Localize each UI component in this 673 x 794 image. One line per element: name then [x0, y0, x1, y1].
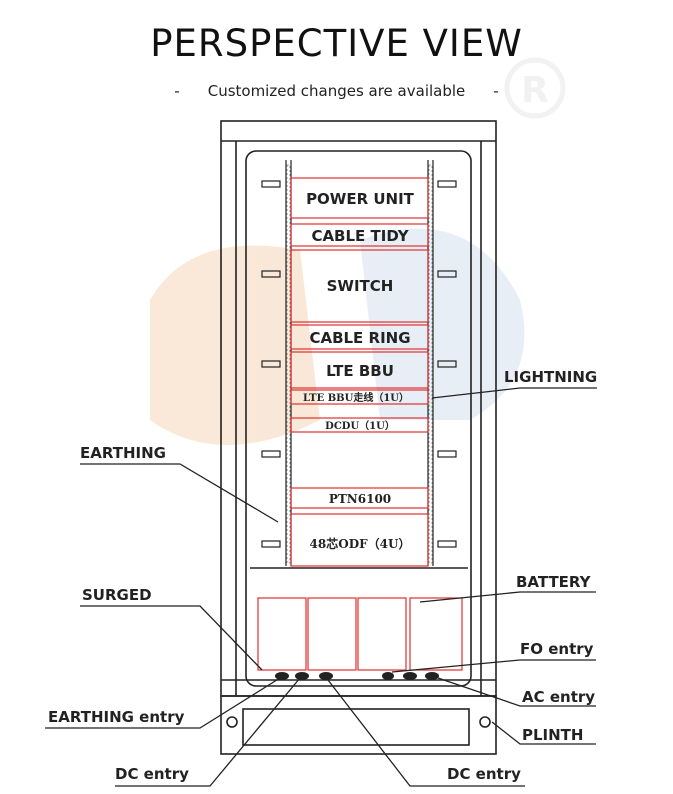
cabinet-frame [220, 120, 497, 697]
earthing-entry-leader [45, 677, 281, 729]
subtitle-text: Customized changes are available [207, 82, 466, 100]
leader-lines [45, 387, 597, 787]
fo-entry-label: FO entry [520, 640, 594, 658]
dcdu-label: DCDU（1U） [325, 419, 395, 432]
plinth-leader [491, 721, 596, 745]
battery-leader [419, 591, 596, 603]
ac-entry-label: AC entry [522, 688, 595, 706]
watermark: R [150, 57, 566, 445]
earthing-entry-label: EARTHING entry [48, 708, 185, 726]
cable-tidy-label: CABLE TIDY [311, 227, 409, 245]
switch-box [290, 249, 429, 323]
surged-leader [80, 605, 263, 671]
power-unit-box [290, 177, 429, 219]
battery-1 [257, 597, 307, 671]
battery-label: BATTERY [516, 573, 592, 591]
ptn-label: PTN6100 [329, 492, 391, 506]
fo-entry-leader [391, 659, 596, 673]
dc-entry-hole-mid [295, 672, 309, 680]
odf-box [290, 513, 429, 567]
mounting-brackets [261, 180, 457, 548]
surged-label: SURGED [82, 586, 152, 604]
ac-entry-leader [437, 677, 596, 707]
rail-holes [286, 164, 433, 564]
power-unit-label: POWER UNIT [306, 190, 415, 208]
odf-label: 48芯ODF（4U） [310, 536, 411, 551]
watermark-r-mark: R [521, 70, 549, 111]
battery-4 [409, 597, 463, 671]
fo-entry-hole [382, 672, 394, 680]
plinth-label: PLINTH [522, 726, 583, 744]
earthing-label: EARTHING [80, 444, 166, 462]
lte-bbu-box [290, 351, 429, 389]
watermark-orange-shape [150, 245, 320, 445]
plinth [220, 695, 497, 755]
dc-entry-hole-right [319, 672, 333, 680]
lte-bbu-wiring-box [290, 389, 429, 405]
cable-entries [275, 672, 439, 680]
lightning-label: LIGHTNING [504, 368, 597, 386]
dc-entry-hole-left [275, 672, 289, 680]
callout-labels: LIGHTNING EARTHING BATTERY SURGED FO ent… [48, 368, 597, 783]
lte-bbu-label: LTE BBU [326, 362, 394, 380]
ac-entry-hole-1 [403, 672, 417, 680]
subtitle-left-dash: - [174, 82, 180, 100]
subtitle-right-dash: - [493, 82, 499, 100]
dc-entry-left-label: DC entry [115, 765, 189, 783]
dc-entry-right-leader [327, 679, 525, 787]
dc-entry-right-label: DC entry [447, 765, 521, 783]
page-title: PERSPECTIVE VIEW [150, 22, 523, 65]
rack-units [290, 177, 429, 567]
ac-entry-hole-2 [425, 672, 439, 680]
rack-unit-labels: POWER UNIT CABLE TIDY SWITCH CABLE RING … [303, 190, 415, 551]
dc-entry-left-leader [115, 677, 301, 787]
battery-compartment [257, 597, 463, 671]
cable-tidy-box [290, 223, 429, 247]
watermark-r-circle [504, 57, 566, 119]
ptn-box [290, 487, 429, 509]
earthing-leader [80, 463, 279, 523]
cable-ring-box [290, 324, 429, 350]
subtitle: - Customized changes are available - [0, 82, 673, 100]
battery-3 [357, 597, 407, 671]
battery-2 [307, 597, 357, 671]
watermark-blue-shape [360, 228, 525, 420]
lte-bbu-wiring-label: LTE BBU走线（1U） [303, 391, 409, 404]
lightning-leader [431, 387, 597, 399]
dcdu-box [290, 417, 429, 433]
cable-ring-label: CABLE RING [309, 329, 410, 347]
switch-label: SWITCH [327, 277, 394, 295]
